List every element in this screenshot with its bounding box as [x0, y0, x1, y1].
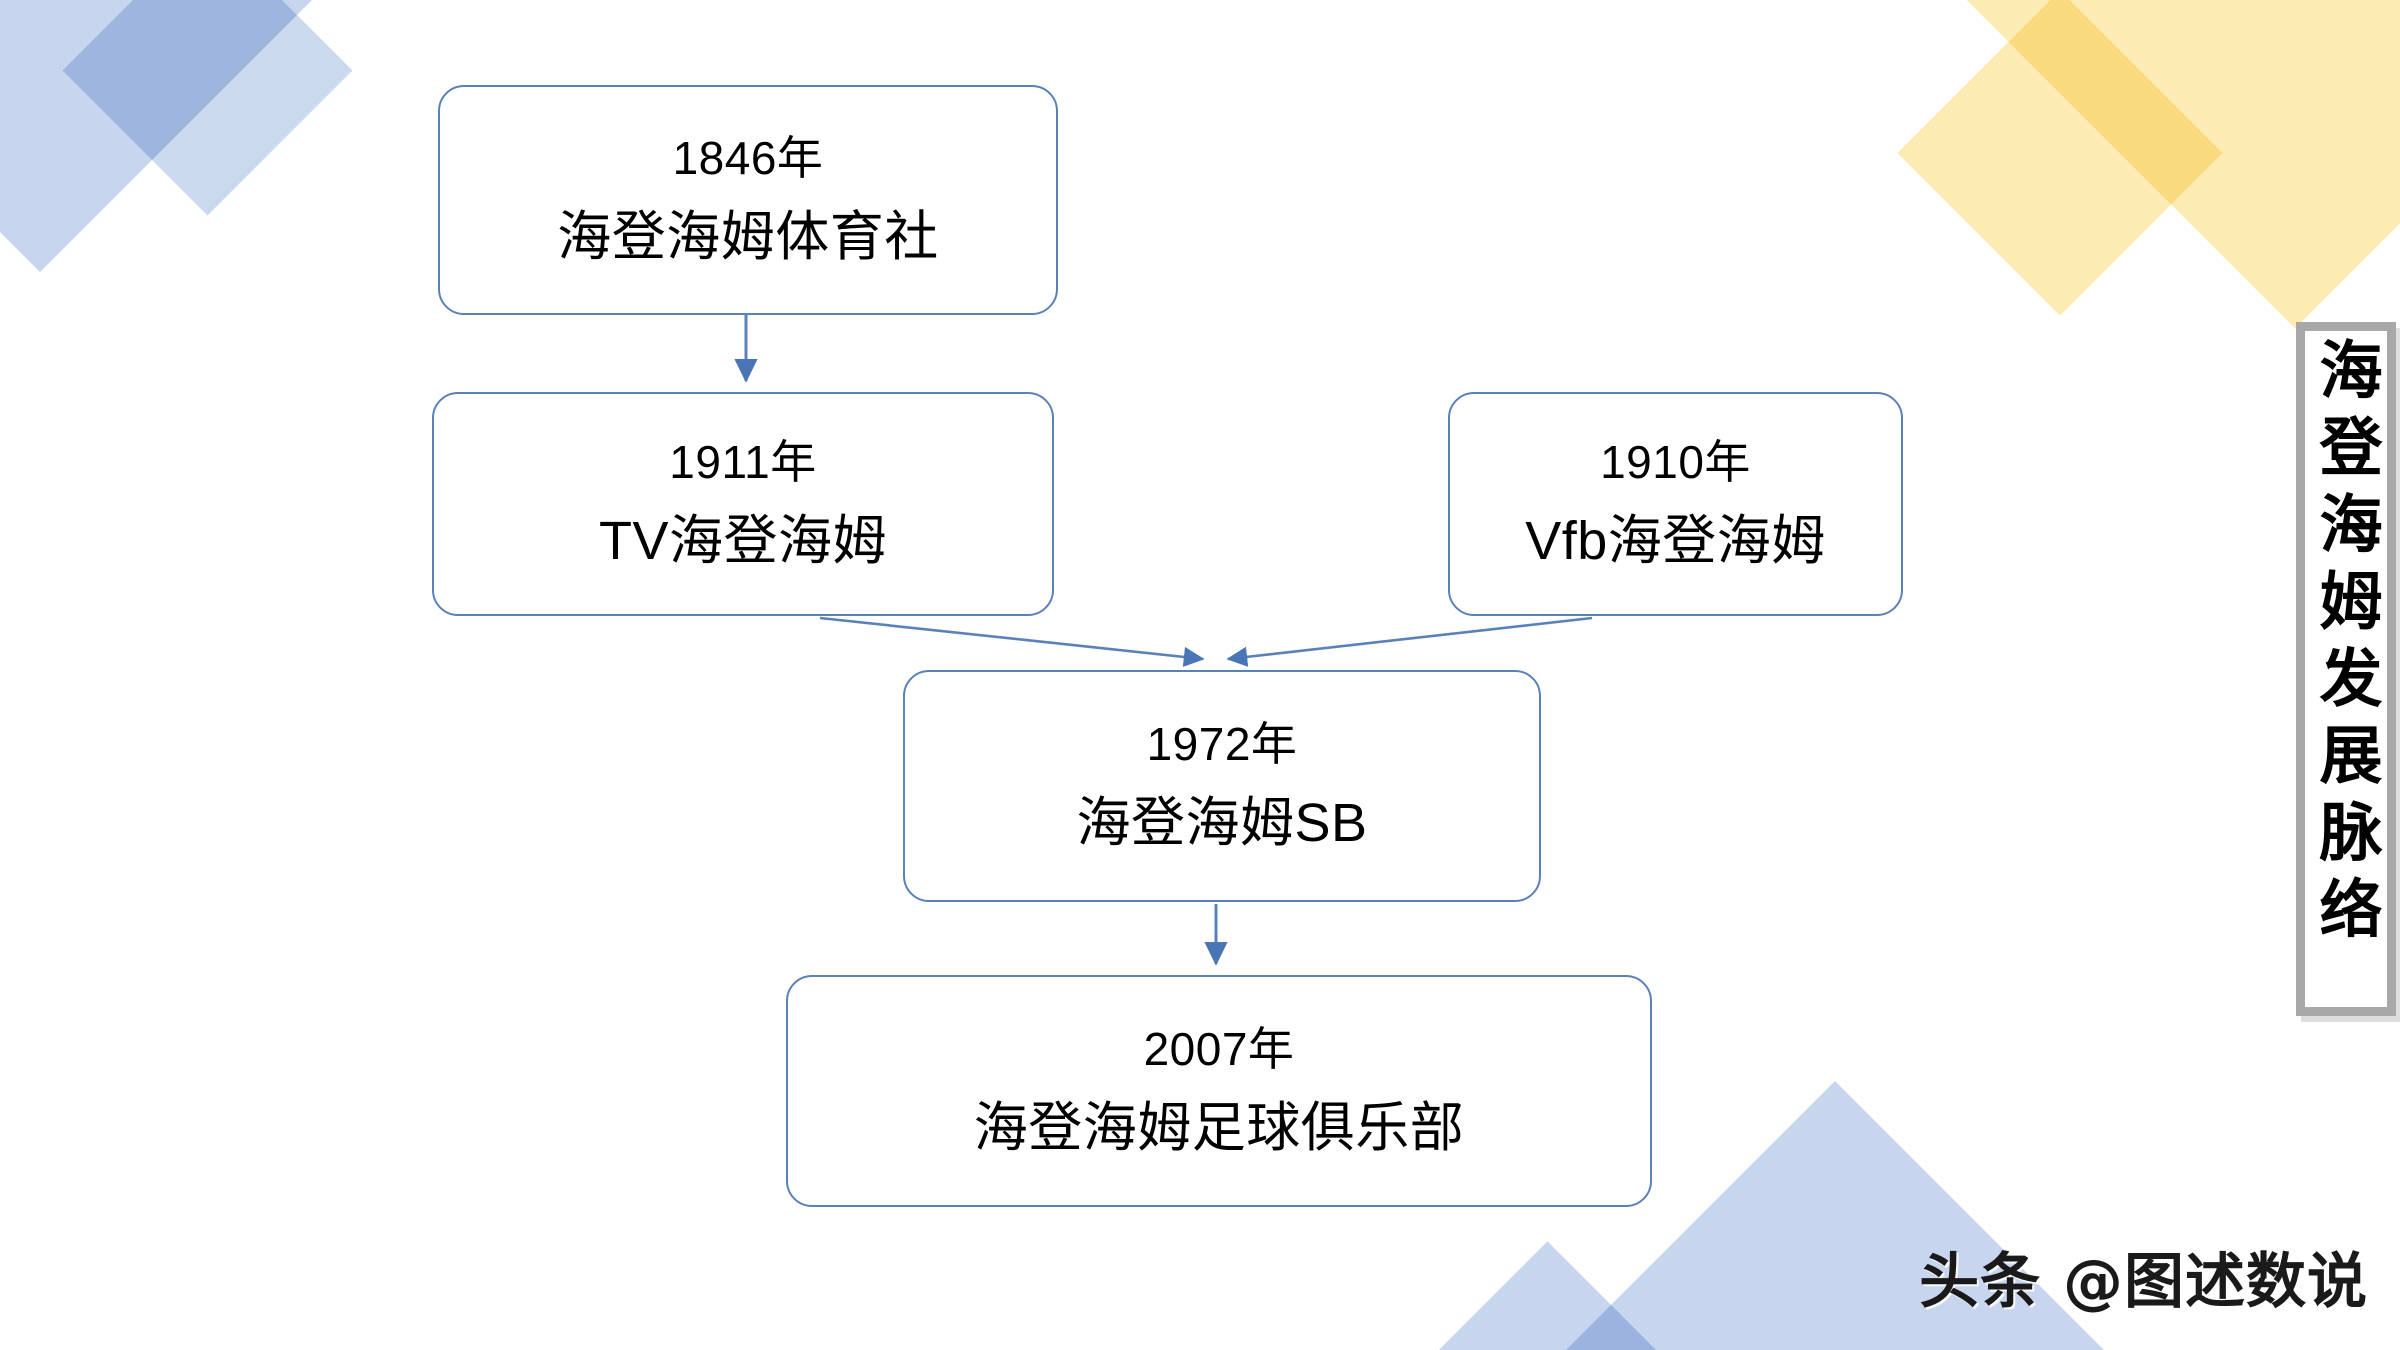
node-year-label: 1911年 [669, 436, 817, 488]
node-name-label: 海登海姆体育社 [557, 206, 939, 267]
diamond-shape-large [0, 0, 337, 272]
node-name-label: 海登海姆足球俱乐部 [973, 1097, 1465, 1158]
flow-node-1911[interactable]: 1911年 TV海登海姆 [432, 392, 1054, 616]
diamond-shape-small [62, 0, 353, 216]
connector-1910-to-1972 [1226, 616, 1593, 667]
diamond-shape-large [1856, 0, 2400, 329]
watermark-credit: 头条 @图述数说 [1919, 1247, 2368, 1317]
node-year-label: 2007年 [1143, 1023, 1295, 1075]
node-year-label: 1846年 [672, 132, 824, 184]
flow-node-2007[interactable]: 2007年 海登海姆足球俱乐部 [786, 975, 1652, 1207]
page-title: 海登海姆发展脉络 [2309, 337, 2383, 953]
diamond-shape-small [1897, 0, 2223, 316]
node-year-label: 1910年 [1600, 436, 1751, 488]
node-name-label: Vfb海登海姆 [1525, 510, 1826, 571]
diamond-shape-small [1381, 1241, 1714, 1350]
connector-1911-to-1972 [819, 616, 1205, 668]
flow-node-1910[interactable]: 1910年 Vfb海登海姆 [1448, 392, 1903, 616]
node-name-label: 海登海姆SB [1076, 792, 1368, 853]
node-year-label: 1972年 [1146, 718, 1298, 770]
node-name-label: TV海登海姆 [598, 510, 887, 571]
flow-node-1846[interactable]: 1846年 海登海姆体育社 [438, 85, 1058, 315]
vertical-title-plate: 海登海姆发展脉络 [2296, 322, 2396, 1016]
flow-node-1972[interactable]: 1972年 海登海姆SB [903, 670, 1541, 902]
